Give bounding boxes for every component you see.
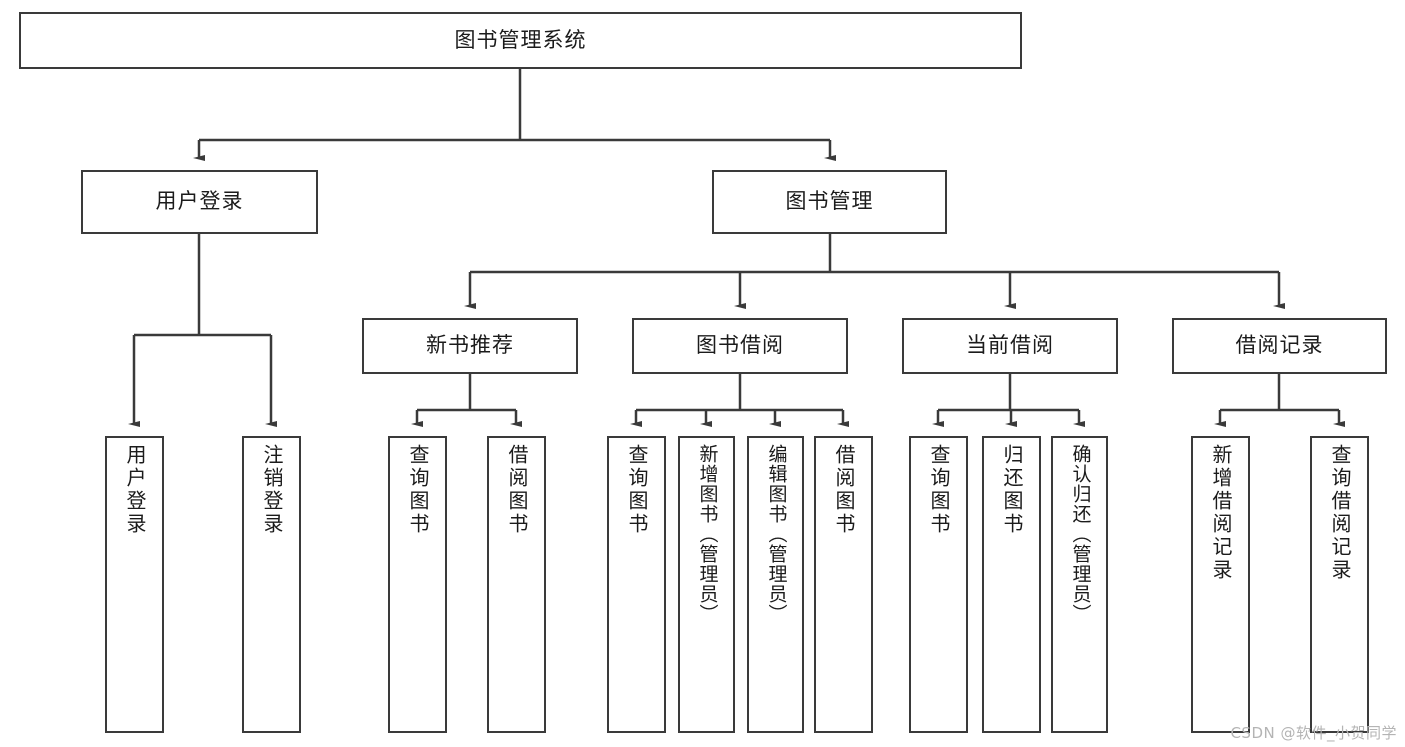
node-label: 确认归还（管理员）: [1069, 444, 1092, 624]
node-new-book-rec[interactable]: 新书推荐: [362, 318, 578, 374]
node-label: 图书借阅: [696, 333, 784, 358]
node-label: 归还图书: [1000, 444, 1024, 536]
node-leaf-borrow-book-rec[interactable]: 借阅图书: [487, 436, 546, 733]
node-leaf-query-record[interactable]: 查询借阅记录: [1310, 436, 1369, 733]
node-user-login[interactable]: 用户登录: [81, 170, 318, 234]
node-label: 注销登录: [260, 444, 284, 536]
csdn-watermark: CSDN @软件_小贺同学: [1230, 724, 1397, 742]
node-leaf-confirm-return[interactable]: 确认归还（管理员）: [1051, 436, 1108, 733]
node-label: 新增借阅记录: [1209, 444, 1233, 582]
node-leaf-borrow-book[interactable]: 借阅图书: [814, 436, 873, 733]
node-label: 借阅记录: [1235, 333, 1324, 358]
node-leaf-logout[interactable]: 注销登录: [242, 436, 301, 733]
node-label: 新书推荐: [426, 333, 514, 358]
node-book-borrow[interactable]: 图书借阅: [632, 318, 848, 374]
node-leaf-edit-book[interactable]: 编辑图书（管理员）: [747, 436, 804, 733]
node-label: 查询借阅记录: [1328, 444, 1352, 582]
node-label: 查询图书: [927, 444, 951, 536]
node-label: 新增图书（管理员）: [696, 444, 719, 624]
node-leaf-add-book[interactable]: 新增图书（管理员）: [678, 436, 735, 733]
node-label: 编辑图书（管理员）: [765, 444, 788, 624]
node-leaf-query-book-borrow[interactable]: 查询图书: [607, 436, 666, 733]
node-leaf-query-book-rec[interactable]: 查询图书: [388, 436, 447, 733]
node-label: 借阅图书: [832, 444, 856, 536]
node-current-borrow[interactable]: 当前借阅: [902, 318, 1118, 374]
node-leaf-add-record[interactable]: 新增借阅记录: [1191, 436, 1250, 733]
node-label: 查询图书: [625, 444, 649, 536]
node-label: 用户登录: [123, 444, 147, 536]
node-label: 当前借阅: [966, 333, 1054, 358]
node-label: 查询图书: [406, 444, 430, 536]
node-root[interactable]: 图书管理系统: [19, 12, 1022, 69]
node-label: 图书管理: [785, 189, 874, 214]
node-leaf-return-book[interactable]: 归还图书: [982, 436, 1041, 733]
node-book-manage[interactable]: 图书管理: [712, 170, 947, 234]
node-leaf-query-book-current[interactable]: 查询图书: [909, 436, 968, 733]
node-label: 图书管理系统: [454, 27, 587, 52]
node-label: 借阅图书: [505, 444, 529, 536]
node-leaf-user-login[interactable]: 用户登录: [105, 436, 164, 733]
node-borrow-record[interactable]: 借阅记录: [1172, 318, 1387, 374]
node-label: 用户登录: [155, 189, 244, 214]
